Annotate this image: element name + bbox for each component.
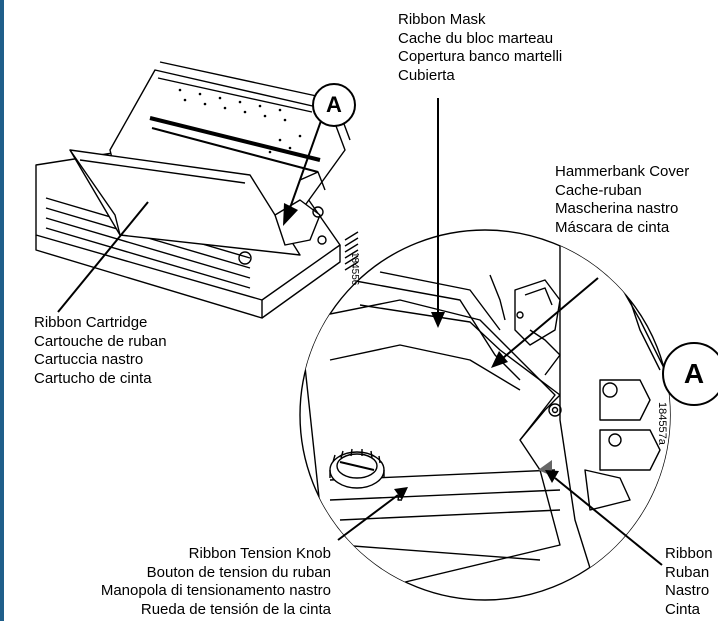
ribbon-mask-it: Copertura banco martelli [398,48,563,65]
ribbon-tension-knob-label: Ribbon Tension Knob Bouton de tension du… [101,545,331,619]
tension-knob-fr: Bouton de tension du ruban [146,563,331,581]
callout-a-right-letter: A [683,358,705,389]
ribbon-mask-es: Cubierta [398,66,455,84]
figure-number-detail: 184557a [656,402,668,445]
ribbon-mask-fr: Cache du bloc marteau [398,29,554,47]
ribbon-cartridge-es: Cartucho de cinta [34,369,152,387]
ribbon-fr: Ruban [665,563,710,581]
ribbon-es: Cinta [665,600,701,618]
ribbon-cartridge-fr: Cartouche de ruban [34,332,167,350]
tension-knob-en: Ribbon Tension Knob [188,545,331,562]
tension-knob-drawing [329,448,402,501]
ribbon-mask-label: Ribbon Mask Cache du bloc marteau Copert… [398,11,562,85]
ribbon-en: Ribbon [665,545,713,562]
ribbon-cartridge-it: Cartuccia nastro [34,351,144,368]
callout-a-top-letter: A [326,92,342,117]
hammerbank-cover-es: Máscara de cinta [555,218,670,236]
arrowheads [283,203,559,500]
ribbon-label: Ribbon Ruban Nastro Cinta [665,545,718,619]
callout-a-top: A [312,83,356,127]
printer-illustration [35,61,359,319]
ribbon-cartridge-en: Ribbon Cartridge [34,314,148,331]
detail-magnifier [299,229,671,601]
leader-lines [57,98,663,566]
hammerbank-cover-label: Hammerbank Cover Cache-ruban Mascherina … [555,163,718,237]
hammerbank-cover-en: Hammerbank Cover [555,163,690,180]
ribbon-mask-en: Ribbon Mask [398,11,486,28]
tension-knob-it: Manopola di tensionamento nastro [100,582,331,599]
hammerbank-cover-it: Mascherina nastro [555,200,679,217]
callout-a-right: A [662,342,718,406]
hammerbank-cover-fr: Cache-ruban [555,181,642,199]
figure-number-printer: 184556 [349,252,360,286]
page-edge-bar [0,0,4,621]
ribbon-cartridge-label: Ribbon Cartridge Cartouche de ruban Cart… [34,314,167,388]
tension-knob-es: Rueda de tensión de la cinta [140,600,331,618]
ribbon-it: Nastro [665,582,710,599]
